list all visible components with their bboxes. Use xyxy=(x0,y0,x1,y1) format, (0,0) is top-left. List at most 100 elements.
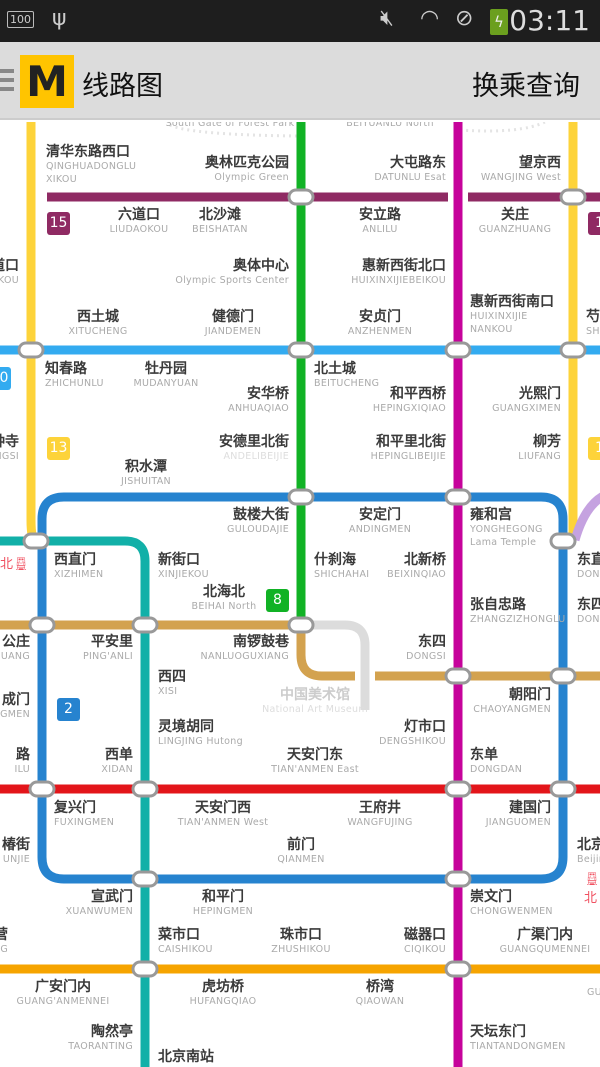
interchange-marker[interactable] xyxy=(287,616,315,634)
interchange-marker[interactable] xyxy=(287,488,315,506)
menu-icon[interactable] xyxy=(0,69,14,91)
line-badge[interactable]: 1 xyxy=(588,212,600,235)
interchange-marker[interactable] xyxy=(559,188,587,206)
station[interactable]: 道口KOU xyxy=(0,259,19,286)
railway-station[interactable]: 北🚆︎ xyxy=(0,553,30,572)
line-badge[interactable]: 15 xyxy=(47,212,70,235)
interchange-marker[interactable] xyxy=(549,532,577,550)
interchange-marker[interactable] xyxy=(22,532,50,550)
line-badge[interactable]: 13 xyxy=(47,437,70,460)
line-badge[interactable]: 10 xyxy=(0,367,11,390)
interchange-marker[interactable] xyxy=(559,341,587,359)
interchange-marker[interactable] xyxy=(444,667,472,685)
station[interactable]: 钟寺NGSI xyxy=(0,435,19,462)
station[interactable]: BEIYUANLU North xyxy=(346,122,434,129)
interchange-marker[interactable] xyxy=(549,667,577,685)
line-badge[interactable]: 2 xyxy=(57,698,80,721)
interchange-marker[interactable] xyxy=(444,488,472,506)
station[interactable]: 营YING xyxy=(0,928,8,955)
station[interactable]: 北京南站 xyxy=(158,1050,214,1064)
interchange-marker[interactable] xyxy=(131,616,159,634)
transfer-query-button[interactable]: 换乘查询 xyxy=(472,71,580,102)
interchange-marker[interactable] xyxy=(549,780,577,798)
station[interactable]: South Gate of Forest Park xyxy=(166,122,295,129)
interchange-marker[interactable] xyxy=(131,870,159,888)
interchange-marker[interactable] xyxy=(131,780,159,798)
line-badge[interactable]: 1 xyxy=(588,437,600,460)
station[interactable]: 北京Beijin xyxy=(577,838,600,865)
interchange-marker[interactable] xyxy=(444,870,472,888)
interchange-marker[interactable] xyxy=(131,960,159,978)
interchange-marker[interactable] xyxy=(287,341,315,359)
interchange-marker[interactable] xyxy=(287,188,315,206)
station[interactable]: 东直DONG xyxy=(577,553,600,580)
interchange-marker[interactable] xyxy=(444,960,472,978)
interchange-marker[interactable] xyxy=(444,780,472,798)
line-badge[interactable]: 8 xyxy=(266,589,289,612)
interchange-marker[interactable] xyxy=(28,780,56,798)
